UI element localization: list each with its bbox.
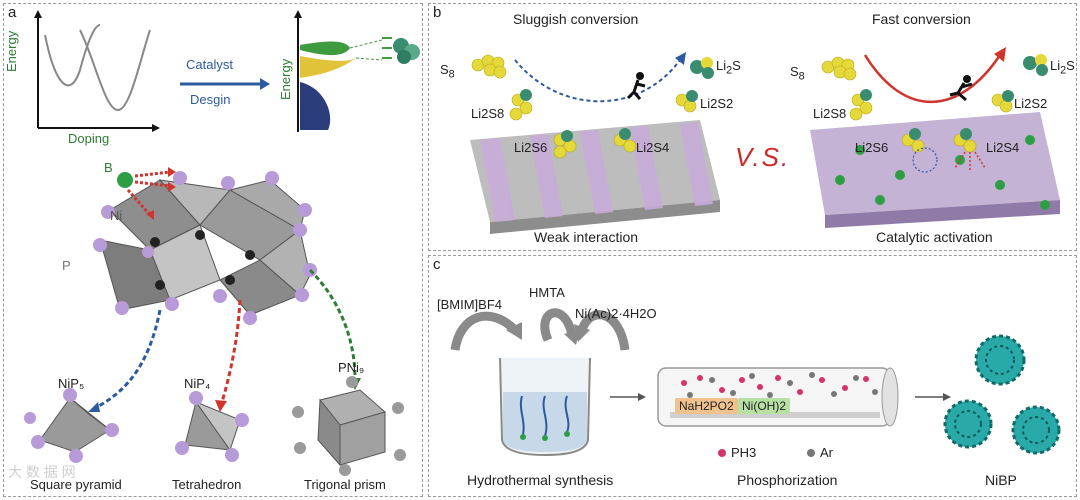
- nip4-label: NiP₄: [184, 376, 211, 391]
- nibp-particles: [943, 334, 1061, 455]
- trigonal-prism-unit: [292, 376, 406, 476]
- hydrothermal-synthesis-label: Hydrothermal synthesis: [467, 472, 614, 488]
- right-slab: [810, 112, 1060, 228]
- panel-b: [428, 3, 1077, 251]
- li2s-label-right: Li2S: [1050, 58, 1075, 77]
- ph3-legend-dot: [718, 449, 726, 457]
- ph3-particles: [681, 375, 869, 395]
- nioh2-box: Ni(OH)2: [738, 398, 790, 414]
- reagent-ni-acetate: Ni(Ac)2·4H2O: [575, 306, 657, 321]
- li2s8-label-left: Li2S8: [471, 106, 505, 121]
- sluggish-conversion-title: Sluggish conversion: [513, 11, 639, 27]
- li2s4-label-left: Li2S4: [636, 140, 670, 155]
- reagent-hmta: HMTA: [529, 285, 565, 300]
- panel-c-letter: c: [433, 256, 441, 273]
- left-slab: [470, 120, 720, 234]
- s8-label-right: S8: [790, 64, 805, 83]
- weak-interaction-caption: Weak interaction: [534, 229, 639, 245]
- tetrahedron-unit: [175, 391, 249, 462]
- reagent-bmim: [BMIM]BF4: [437, 297, 503, 312]
- ar-legend-dot: [807, 449, 815, 457]
- nip5-label: NiP₅: [58, 376, 85, 391]
- doping-axis-label: Doping: [68, 131, 110, 146]
- panel-a: [3, 3, 423, 497]
- atom-ni-label: Ni: [110, 208, 123, 223]
- ar-particles: [687, 372, 878, 398]
- panel-c: [428, 255, 1077, 497]
- li2s6-label-right: Li2S6: [855, 140, 889, 155]
- fast-conversion-title: Fast conversion: [872, 11, 971, 27]
- s8-label-left: S8: [440, 62, 455, 81]
- li2s2-label-right: Li2S2: [1014, 96, 1048, 111]
- catalytic-activation-caption: Catalytic activation: [876, 229, 993, 245]
- nah2po2-box: NaH2PO2: [675, 398, 738, 414]
- band-diagram: [34, 10, 160, 132]
- catalyst-arrow: [180, 78, 270, 90]
- panel-b-letter: b: [433, 4, 442, 21]
- beaker: [499, 357, 591, 457]
- ph3-legend-label: PH3: [731, 445, 757, 460]
- panel-a-letter: a: [8, 4, 17, 21]
- trigonal-prism-label: Trigonal prism: [304, 477, 386, 492]
- watermark: 大 数 据 网: [8, 464, 76, 480]
- square-pyramid-unit: [24, 388, 119, 463]
- phosphorization-label: Phosphorization: [737, 472, 838, 488]
- versus-label: V.S.: [735, 142, 791, 172]
- dos-plot: [294, 10, 420, 132]
- catalyst-label: Catalyst: [186, 57, 233, 72]
- tetrahedron-label: Tetrahedron: [172, 477, 242, 492]
- li2s8-label-right: Li2S8: [813, 106, 847, 121]
- li2s6-label-left: Li2S6: [514, 140, 548, 155]
- pni9-label: PNi₉: [338, 360, 365, 375]
- ar-legend-label: Ar: [820, 445, 833, 460]
- li2s2-label-left: Li2S2: [700, 96, 734, 111]
- running-person-icon: [949, 75, 973, 102]
- design-label: Desgin: [190, 92, 231, 107]
- nibp-label: NiBP: [985, 472, 1017, 488]
- atom-b-label: B: [104, 160, 113, 175]
- li2s4-label-right: Li2S4: [986, 140, 1020, 155]
- atom-p-label: P: [62, 258, 71, 273]
- walking-person-icon: [626, 72, 646, 100]
- li2s-label-left: Li2S: [716, 58, 741, 77]
- square-pyramid-label: Square pyramid: [30, 477, 122, 492]
